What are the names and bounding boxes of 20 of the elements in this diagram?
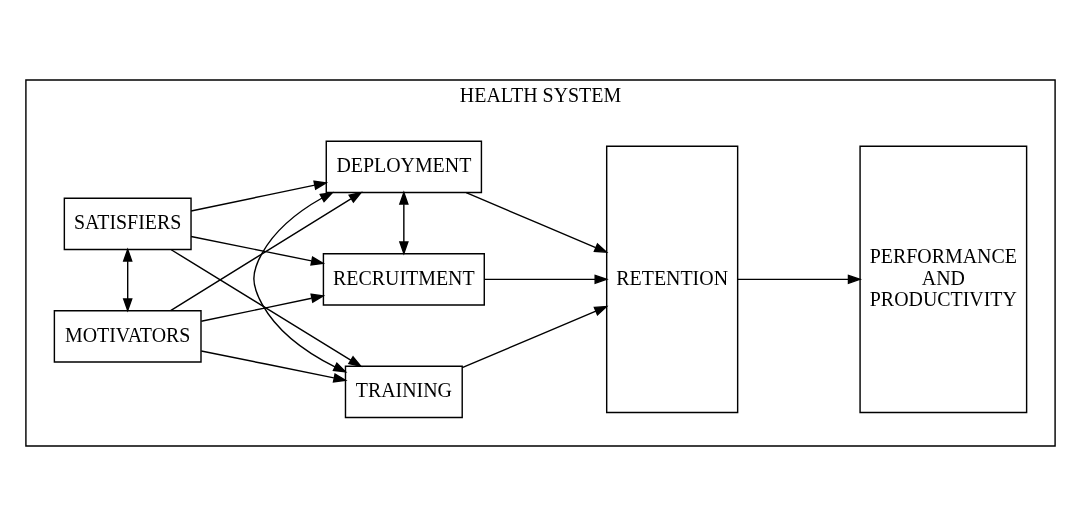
arrow — [169, 190, 363, 311]
arrow — [253, 191, 348, 373]
arrow — [170, 248, 363, 367]
node-box: RECRUITMENT — [322, 252, 485, 306]
arrow — [398, 189, 409, 256]
arrow — [483, 273, 609, 284]
node-box: MOTIVATORS — [53, 309, 202, 363]
arrow — [461, 305, 609, 368]
node-box: RETENTION — [606, 145, 739, 413]
node-box: DEPLOYMENT — [325, 140, 483, 193]
arrow — [122, 246, 133, 313]
node-box: TRAINING — [344, 365, 463, 418]
arrow — [190, 235, 326, 266]
arrow — [465, 191, 609, 253]
arrow — [190, 179, 329, 212]
arrow — [200, 293, 326, 322]
arrow — [200, 349, 348, 383]
node-box: SATISFIERS — [63, 197, 192, 250]
arrow — [737, 273, 862, 284]
node-box: PERFORMANCE AND PRODUCTIVITY — [859, 145, 1028, 413]
